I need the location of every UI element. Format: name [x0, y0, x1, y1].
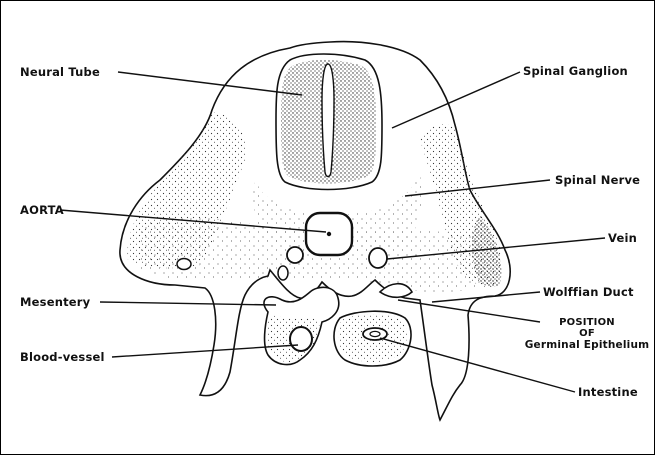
- small-vessel-left: [278, 266, 288, 280]
- label-blood-vessel: Blood-vessel: [20, 350, 105, 364]
- label-intestine: Intestine: [578, 385, 638, 399]
- label-position-of-germinal-epithelium: POSITION OF Germinal Epithelium: [522, 317, 652, 351]
- label-spinal-nerve: Spinal Nerve: [555, 173, 640, 187]
- left-lateral-vessel: [177, 259, 191, 270]
- label-aorta: AORTA: [20, 203, 64, 217]
- label-vein: Vein: [608, 231, 637, 245]
- central-canal: [322, 64, 334, 177]
- blood-vessel: [290, 327, 312, 351]
- label-neural-tube: Neural Tube: [20, 65, 100, 79]
- vein: [369, 248, 387, 268]
- label-mesentery: Mesentery: [20, 295, 90, 309]
- label-position-line3: Germinal Epithelium: [522, 339, 652, 351]
- label-wolffian-duct: Wolffian Duct: [543, 285, 634, 299]
- label-position-line2: OF: [522, 328, 652, 339]
- leader-mesentery: [100, 302, 276, 305]
- label-spinal-ganglion: Spinal Ganglion: [523, 64, 628, 78]
- cardinal-vein-left: [287, 247, 303, 263]
- label-position-line1: POSITION: [522, 317, 652, 328]
